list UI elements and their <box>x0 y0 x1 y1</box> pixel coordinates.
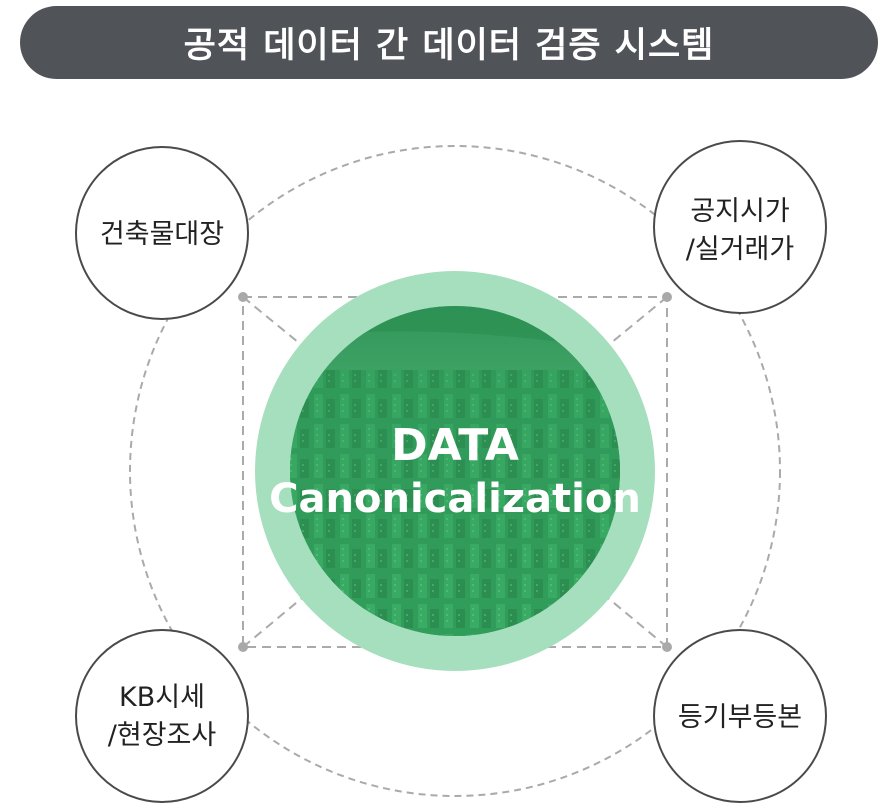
node-label-line2: /실거래가 <box>686 234 794 265</box>
node-label-line1: KB시세 <box>119 682 205 713</box>
outer-orbit <box>129 145 781 797</box>
node-label: 건축물대장 <box>100 219 224 250</box>
node-circle <box>75 146 249 320</box>
title-banner: 공적 데이터 간 데이터 검증 시스템 <box>20 6 878 79</box>
corner-dot <box>238 642 248 652</box>
center-core <box>290 306 620 636</box>
node-label-line2: /현장조사 <box>108 720 217 751</box>
node-circle <box>75 629 249 803</box>
corner-dot <box>238 292 248 302</box>
node-circle <box>653 140 827 314</box>
node-building-register[interactable]: 건축물대장 <box>75 146 249 320</box>
center-label-line1: DATA <box>391 420 519 471</box>
node-kb-price[interactable]: KB시세 /현장조사 <box>75 629 249 803</box>
node-official-price[interactable]: 공지시가 /실거래가 <box>653 140 827 314</box>
center-label-line2: Canonicalization <box>269 476 641 522</box>
node-label: 등기부등본 <box>678 702 802 733</box>
corner-dot <box>662 292 672 302</box>
node-circle <box>653 629 827 803</box>
node-label-line1: 공지시가 <box>690 196 789 227</box>
corner-dot <box>662 642 672 652</box>
node-registry[interactable]: 등기부등본 <box>653 629 827 803</box>
page-title: 공적 데이터 간 데이터 검증 시스템 <box>183 26 715 66</box>
